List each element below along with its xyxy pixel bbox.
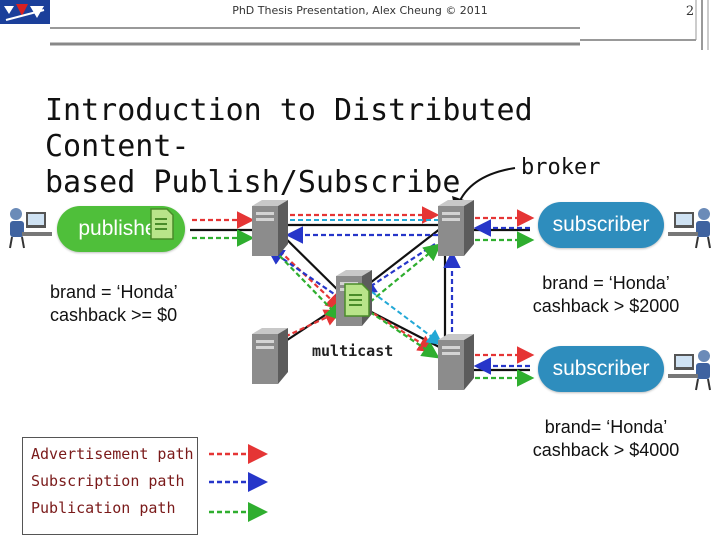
subscription-text-1: brand = ‘Honda’ cashback > $2000	[532, 273, 680, 316]
legend-publication-label: Publication path	[31, 499, 176, 517]
document-icon	[344, 283, 370, 317]
cyan-path-arrows	[290, 219, 444, 346]
publisher-label: publisher	[78, 217, 164, 240]
logo-icon	[0, 0, 50, 24]
legend-advertisement-label: Advertisement path	[31, 445, 194, 463]
broker-label: broker	[521, 155, 601, 180]
subscriber-label-1: subscriber	[552, 213, 650, 236]
publication-path-arrows	[192, 229, 535, 387]
subscriber-pill-2: subscriber	[538, 346, 664, 392]
header-text: PhD Thesis Presentation, Alex Cheung © 2…	[232, 4, 488, 17]
subscription-path-arrows	[266, 219, 530, 375]
legend-subscription-label: Subscription path	[31, 472, 185, 490]
multicast-label: multicast	[312, 342, 394, 360]
subscriber-pill-1: subscriber	[538, 202, 664, 248]
slide-title: Introduction to Distributed Content- bas…	[45, 93, 533, 200]
legend-box	[22, 437, 198, 535]
subscriber-label-2: subscriber	[552, 357, 650, 380]
header-lines	[50, 0, 709, 50]
legend-arrows	[209, 444, 268, 522]
advertisement-text: brand = ‘Honda’ cashback >= $0	[50, 282, 178, 325]
user-computer-icon	[9, 208, 711, 391]
document-icon	[150, 208, 174, 240]
broker-pointer	[457, 167, 516, 206]
subscription-text-2: brand= ‘Honda’ cashback > $4000	[532, 417, 680, 460]
page-number: 2	[685, 4, 695, 19]
